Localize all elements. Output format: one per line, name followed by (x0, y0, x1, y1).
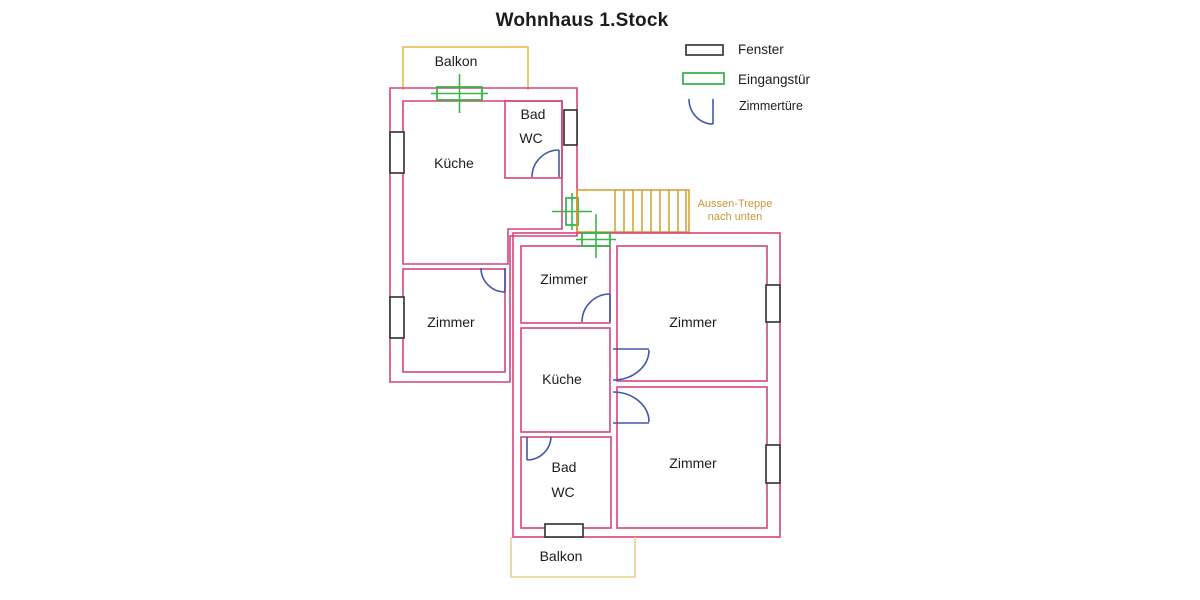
lower-balcony-label: Balkon (540, 548, 583, 564)
stairs-label-line2: nach unten (708, 211, 762, 223)
lower-bath-label-line2: WC (551, 484, 574, 500)
lower-room-bottom-window (765, 444, 781, 484)
stairs-label-line1: Aussen-Treppe (698, 198, 773, 210)
upper-stair-entrance-door (552, 193, 592, 230)
legend-room-door-icon (688, 98, 714, 125)
lower-stair-entrance-door (576, 214, 616, 258)
page-title: Wohnhaus 1.Stock (496, 10, 669, 31)
outside-stairs (576, 189, 690, 233)
lower-room-bottom-label: Zimmer (669, 455, 717, 471)
upper-kitchen-wall (402, 100, 563, 265)
lower-room-small-wall (520, 245, 611, 324)
lower-room-top-window (765, 284, 781, 323)
upper-room-door (480, 267, 506, 293)
lower-kitchen-wall (520, 327, 611, 433)
legend-window-icon (685, 44, 724, 56)
upper-bath-label-line1: Bad (521, 106, 546, 122)
upper-kitchen-window (389, 131, 405, 174)
upper-bath-wall (504, 100, 563, 179)
upper-bath-window (563, 109, 578, 146)
upper-balcony-label: Balkon (435, 53, 478, 69)
lower-room-small-door (581, 293, 611, 323)
lower-kitchen-label: Küche (542, 371, 582, 387)
upper-apartment: Küche Bad WC Zimmer (389, 74, 592, 383)
upper-bath-label-line2: WC (519, 130, 542, 146)
legend-entrance-label: Eingangstür (738, 72, 811, 87)
upper-room-window (389, 296, 405, 339)
lower-room-top-label: Zimmer (669, 314, 717, 330)
lower-bath-door (526, 436, 552, 461)
upper-balcony-entrance-door (431, 74, 488, 113)
lower-balcony-outline (510, 537, 636, 578)
lower-bath-wall (520, 436, 612, 529)
upper-balcony-outline (402, 46, 529, 90)
lower-room-small-label: Zimmer (540, 271, 588, 287)
upper-kitchen-label: Küche (434, 155, 474, 171)
lower-apartment-outer-wall (512, 232, 781, 538)
legend-entrance-door-icon (682, 72, 725, 85)
lower-bath-label-line1: Bad (552, 459, 577, 475)
legend: Fenster Eingangstür Zimmertüre (682, 42, 811, 125)
upper-room-label: Zimmer (427, 314, 475, 330)
lower-apartment: Zimmer Küche Bad WC Zimmer Zimmer (512, 214, 781, 538)
legend-room-door-label: Zimmertüre (739, 99, 803, 113)
lower-room-top-door (612, 348, 650, 381)
legend-window-label: Fenster (738, 42, 784, 57)
lower-room-bottom-door (612, 391, 650, 424)
lower-bath-window (544, 523, 584, 538)
upper-bath-door (531, 149, 560, 178)
upper-apartment-outer-wall (389, 87, 578, 383)
